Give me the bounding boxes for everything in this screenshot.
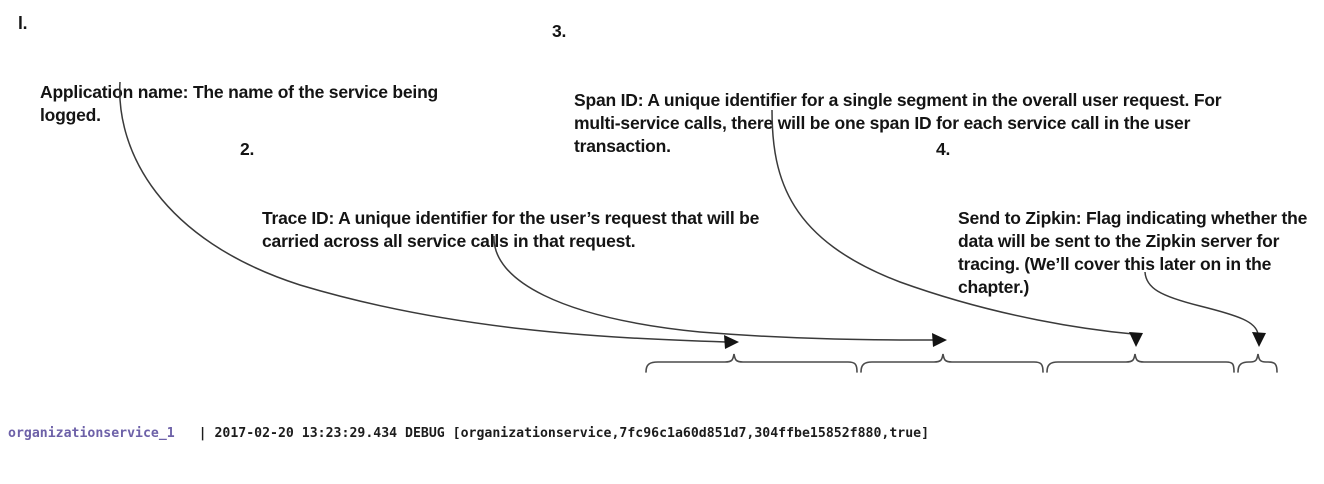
- callout-1-text: Application name: The name of the servic…: [40, 82, 443, 125]
- log-container-name: organizationservice_1: [8, 425, 175, 441]
- arrowhead-1: [724, 335, 739, 349]
- log-gap: [175, 426, 199, 441]
- callout-3-number: 3.: [552, 21, 567, 41]
- callout-send-to-zipkin: 4. Send to Zipkin: Flag indicating wheth…: [936, 138, 1316, 345]
- log-row: organizationservice_1 | 2017-02-20 13:23…: [8, 425, 1318, 443]
- callout-2-number: 2.: [240, 139, 255, 159]
- log-separator: |: [198, 425, 207, 441]
- callout-2-text: Trace ID: A unique identifier for the us…: [262, 208, 764, 251]
- terminal-log-block: organizationservice_1 | 2017-02-20 13:23…: [8, 370, 1318, 452]
- callout-4-text: Send to Zipkin: Flag indicating whether …: [958, 208, 1312, 297]
- callout-4-number: 4.: [936, 139, 951, 159]
- log-message: 2017-02-20 13:23:29.434 DEBUG [organizat…: [214, 425, 930, 441]
- callout-1-number: l.: [18, 13, 28, 33]
